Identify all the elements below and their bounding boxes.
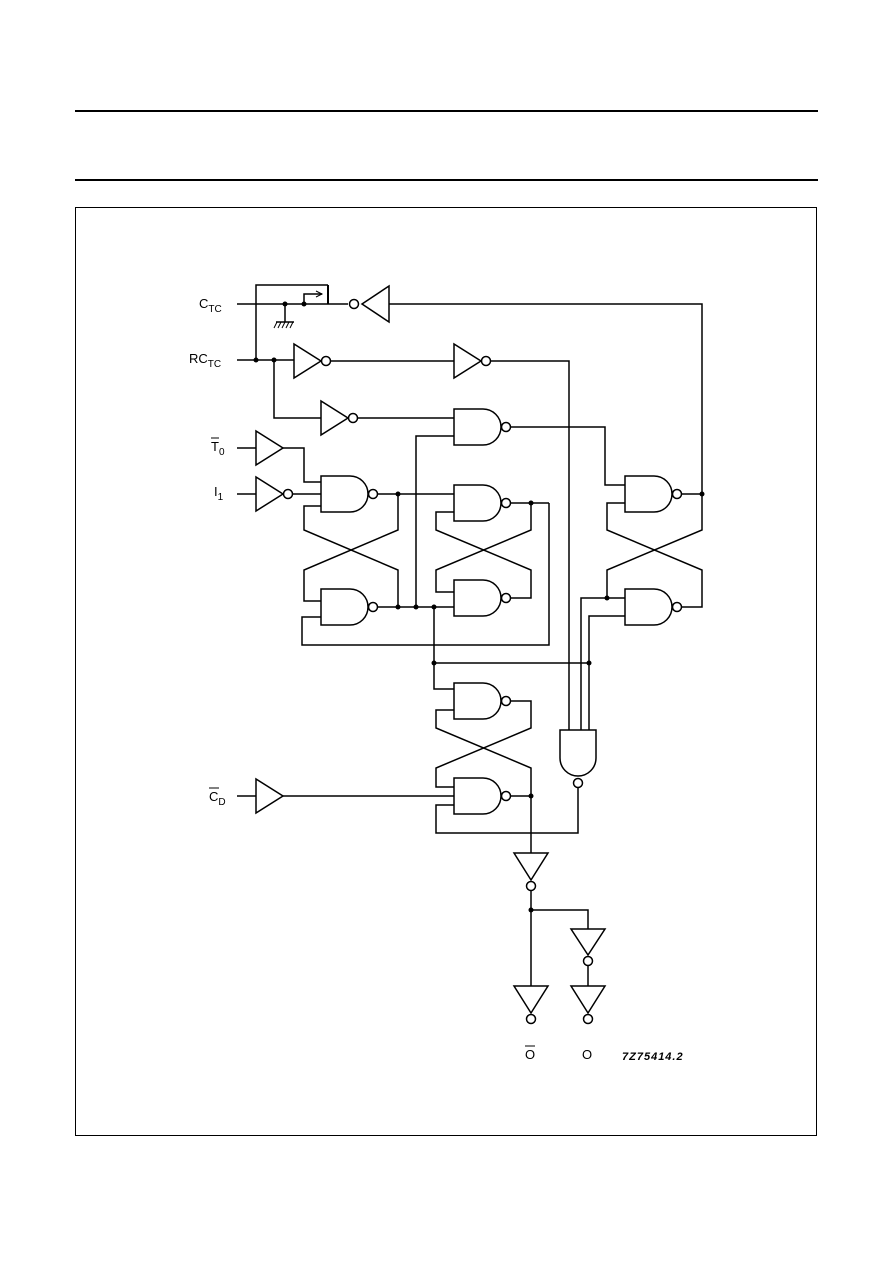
- figure-reference: 7Z75414.2: [622, 1051, 684, 1063]
- rctc-network: [237, 342, 570, 730]
- output-q-label: O: [582, 1047, 592, 1062]
- nand-gate-h: [453, 682, 512, 720]
- nand-gate-g: [624, 588, 683, 626]
- latch-1-wiring: [301, 435, 550, 646]
- ctc-inverter: [348, 284, 703, 494]
- diagram-frame: [75, 207, 817, 1136]
- nand-gate-d: [453, 484, 512, 522]
- output-stage: [512, 796, 607, 1025]
- nand-gate-i: [453, 777, 512, 815]
- t1-inverter: [237, 475, 321, 513]
- second-rule: [75, 179, 818, 181]
- top-rule: [75, 110, 818, 112]
- label-cd: CD: [209, 789, 226, 808]
- nand-gate-b: [320, 588, 379, 626]
- label-t1: I1: [214, 484, 224, 503]
- latch-3-wiring: [511, 426, 705, 730]
- nand-gate-a: [320, 475, 379, 513]
- cd-buffer: [237, 777, 454, 815]
- nand-gate-f: [624, 475, 683, 513]
- nand-gate-c: [453, 408, 512, 446]
- label-t0: T0: [211, 439, 225, 458]
- label-ctc: CTC: [199, 296, 222, 315]
- nand-gate-e: [453, 579, 512, 617]
- t0-buffer: [237, 429, 321, 483]
- latch-2-wiring: [433, 500, 549, 663]
- label-rctc: RCTC: [189, 351, 221, 370]
- output-q-bar-label: O: [525, 1047, 535, 1062]
- ctc-network: [237, 284, 348, 363]
- vertical-nand-gate: [559, 729, 597, 789]
- lower-latch-wiring: [431, 660, 592, 834]
